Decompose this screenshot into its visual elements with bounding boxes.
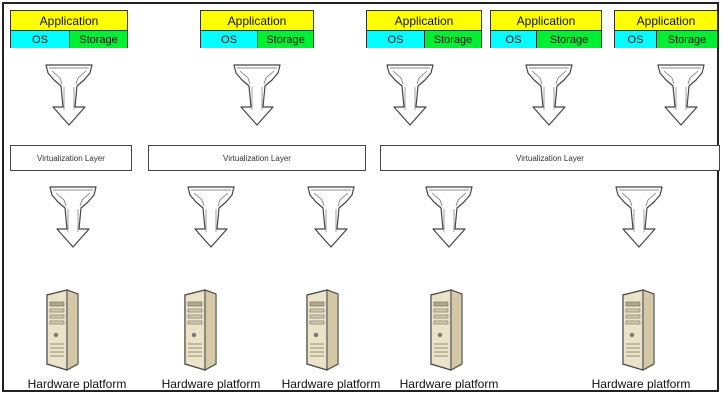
- server-tower-icon: [46, 289, 79, 371]
- os-box: OS: [491, 31, 537, 48]
- os-box: OS: [201, 31, 258, 48]
- application-box: Application: [11, 11, 127, 31]
- down-arrow-icon: [49, 186, 97, 248]
- down-arrow-icon: [187, 186, 235, 248]
- storage-box: Storage: [70, 31, 127, 48]
- os-box: OS: [367, 31, 425, 48]
- virtualization-layer: Virtualization Layer: [148, 145, 366, 171]
- vm-stack: Application OS Storage: [490, 10, 602, 48]
- down-arrow-icon: [425, 186, 473, 248]
- storage-box: Storage: [537, 31, 601, 48]
- down-arrow-icon: [386, 64, 434, 126]
- hardware-platform-label: Hardware platform: [27, 377, 127, 391]
- os-box: OS: [615, 31, 657, 48]
- vm-stack: Application OS Storage: [614, 10, 718, 48]
- hardware-platform-label: Hardware platform: [399, 377, 499, 391]
- hardware-platform-label: Hardware platform: [591, 377, 691, 391]
- down-arrow-icon: [615, 186, 663, 248]
- down-arrow-icon: [45, 64, 93, 126]
- application-box: Application: [491, 11, 601, 31]
- application-box: Application: [201, 11, 313, 31]
- server-tower-icon: [622, 289, 655, 371]
- vm-stack: Application OS Storage: [200, 10, 314, 48]
- down-arrow-icon: [525, 64, 573, 126]
- hardware-platform-label: Hardware platform: [161, 377, 261, 391]
- server-tower-icon: [184, 289, 217, 371]
- diagram-border: [2, 2, 719, 392]
- storage-box: Storage: [425, 31, 481, 48]
- vm-stack: Application OS Storage: [10, 10, 128, 48]
- virtualization-layer: Virtualization Layer: [380, 145, 720, 171]
- os-box: OS: [11, 31, 70, 48]
- virtualization-layer: Virtualization Layer: [10, 145, 132, 171]
- storage-box: Storage: [657, 31, 717, 48]
- application-box: Application: [615, 11, 717, 31]
- down-arrow-icon: [233, 64, 281, 126]
- down-arrow-icon: [657, 64, 705, 126]
- application-box: Application: [367, 11, 481, 31]
- server-tower-icon: [430, 289, 463, 371]
- server-tower-icon: [306, 289, 339, 371]
- hardware-platform-label: Hardware platform: [281, 377, 381, 391]
- storage-box: Storage: [258, 31, 313, 48]
- down-arrow-icon: [307, 186, 355, 248]
- vm-stack: Application OS Storage: [366, 10, 482, 48]
